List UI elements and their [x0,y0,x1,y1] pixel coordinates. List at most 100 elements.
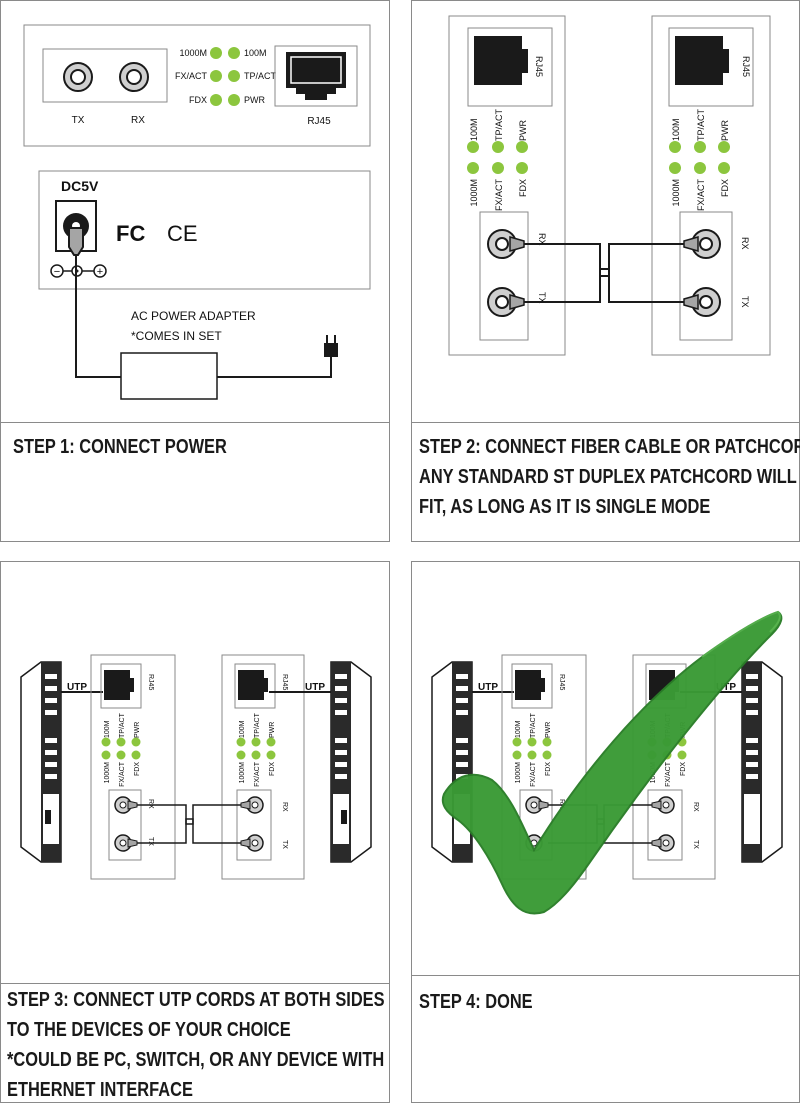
led-label-1000m: 1000M [179,48,207,58]
step-2-panel: STEP 2: CONNECT FIBER CABLE OR PATCHCORD… [411,0,800,542]
step-3-diagram: UTP RJ45 100M TP/ACT PWR 1000M FX/ACT FD… [20,654,372,880]
svg-text:TX: TX [281,840,288,849]
fiber-patchcord [137,804,241,844]
step-3-divider [1,983,389,984]
step-4-caption: STEP 4: DONE [419,991,533,1013]
step-2-caption: STEP 2: CONNECT FIBER CABLE OR PATCHCORD… [419,436,800,518]
converter-back-panel [38,170,371,290]
step-1-diagram: TX RX 1000M 100M FX/ACT TP/ACT FDX PWR R… [23,24,371,400]
utp-label-left: UTP [67,682,87,693]
led-indicator-icon [228,94,240,106]
svg-text:TP/ACT: TP/ACT [119,712,126,738]
st-fiber-connector-icon [63,62,93,92]
svg-text:PWR: PWR [518,120,528,141]
led-indicator-icon [228,70,240,82]
step-1-divider [1,422,389,423]
ce-mark-icon: CE [167,221,198,246]
svg-text:RJ45: RJ45 [147,674,154,690]
svg-text:100M: 100M [104,720,111,738]
converter-front-panel [23,24,371,147]
svg-text:FDX: FDX [545,762,552,776]
svg-text:FDX: FDX [720,179,730,197]
svg-text:TP/ACT: TP/ACT [696,108,706,141]
fiber-port-box [42,48,168,103]
svg-text:RX: RX [281,802,288,812]
svg-text:TP/ACT: TP/ACT [494,108,504,141]
svg-text:RJ45: RJ45 [281,674,288,690]
adapter-label-line1: AC POWER ADAPTER [131,309,256,323]
svg-text:PWR: PWR [134,722,141,738]
svg-text:1000M: 1000M [239,762,246,784]
network-switch-icon [741,661,783,863]
svg-text:FDX: FDX [269,762,276,776]
step-4-divider [412,975,799,976]
led-label-pwr: PWR [244,95,265,105]
utp-label-left: UTP [478,682,498,693]
st-fiber-connector-icon [119,62,149,92]
svg-text:TX: TX [537,292,547,304]
svg-text:RX: RX [740,237,750,250]
converter-left: RJ45 100M TP/ACT PWR 1000M FX/ACT FDX RX… [448,15,566,356]
svg-text:1000M: 1000M [671,179,681,207]
rj45-label: RJ45 [307,116,331,127]
svg-text:+: + [97,266,103,278]
svg-text:TX: TX [147,837,154,846]
network-switch-icon [431,661,473,863]
rj45-port-icon [104,670,134,700]
svg-text:FDX: FDX [680,762,687,776]
rj45-label: RJ45 [534,56,544,77]
step-1-panel: STEP 1: CONNECT POWER TX RX 1000M 100M F… [0,0,390,542]
led-indicator-icon [210,94,222,106]
svg-text:100M: 100M [469,118,479,141]
svg-text:−: − [54,266,60,278]
adapter-label-line2: *COMES IN SET [131,329,222,343]
svg-text:FX/ACT: FX/ACT [530,761,537,787]
svg-text:1000M: 1000M [469,179,479,207]
step-4-panel: STEP 4: DONE UTP RJ45 100M TP/ACT PWR 10… [411,561,800,1103]
svg-text:RJ45: RJ45 [558,674,565,690]
utp-label-right: UTP [716,682,736,693]
rj45-port-icon [286,52,346,100]
fiber-patchcord [524,243,684,303]
svg-text:PWR: PWR [720,120,730,141]
network-switch-icon [330,661,372,863]
ac-plug-icon [324,335,338,357]
step-3-caption: STEP 3: CONNECT UTP CORDS AT BOTH SIDES … [7,989,385,1101]
converter-left: RJ45 100M TP/ACT PWR 1000M FX/ACT FDX RX [501,654,587,880]
led-label-100m: 100M [244,48,267,58]
step-4-diagram: UTP RJ45 100M TP/ACT PWR 1000M FX/ACT FD… [431,610,783,915]
svg-text:RX: RX [147,799,154,809]
converter-right: RJ45 100M TP/ACT PWR 1000M FX/ACT FDX RX… [651,15,771,356]
rj45-port-icon [675,36,729,85]
led-label-fdx: FDX [189,95,207,105]
dc5v-label: DC5V [61,178,99,194]
led-indicator-icon [228,47,240,59]
ac-power-adapter [120,352,218,400]
svg-text:RX: RX [558,799,565,809]
step-2-diagram: RJ45 100M TP/ACT PWR 1000M FX/ACT FDX RX… [448,15,771,356]
network-switch-icon [20,661,62,863]
led-label-fx-act: FX/ACT [175,71,208,81]
rj45-port-icon [474,36,528,85]
rx-label: RX [131,115,145,126]
svg-text:TX: TX [740,296,750,308]
led-indicator-icon [210,70,222,82]
power-cable [75,255,121,378]
converter-left: RJ45 100M TP/ACT PWR 1000M FX/ACT FDX RX… [90,654,176,880]
svg-text:FX/ACT: FX/ACT [696,179,706,212]
rj45-port-box [274,45,358,107]
converter-right: RJ45 100M TP/ACT PWR 1000M FX/ACT FDX RX… [221,654,305,880]
step-1-caption: STEP 1: CONNECT POWER [13,436,227,458]
dc-plug-icon [68,227,84,256]
rj45-port-icon [238,670,268,700]
ac-cable [217,355,332,378]
svg-text:100M: 100M [239,720,246,738]
led-indicator-icon [210,47,222,59]
svg-text:100M: 100M [671,118,681,141]
svg-text:PWR: PWR [545,722,552,738]
svg-text:FDX: FDX [518,179,528,197]
svg-text:RX: RX [537,233,547,246]
svg-text:FDX: FDX [134,762,141,776]
fc-mark-icon: FC [116,221,145,246]
svg-text:FX/ACT: FX/ACT [254,761,261,787]
